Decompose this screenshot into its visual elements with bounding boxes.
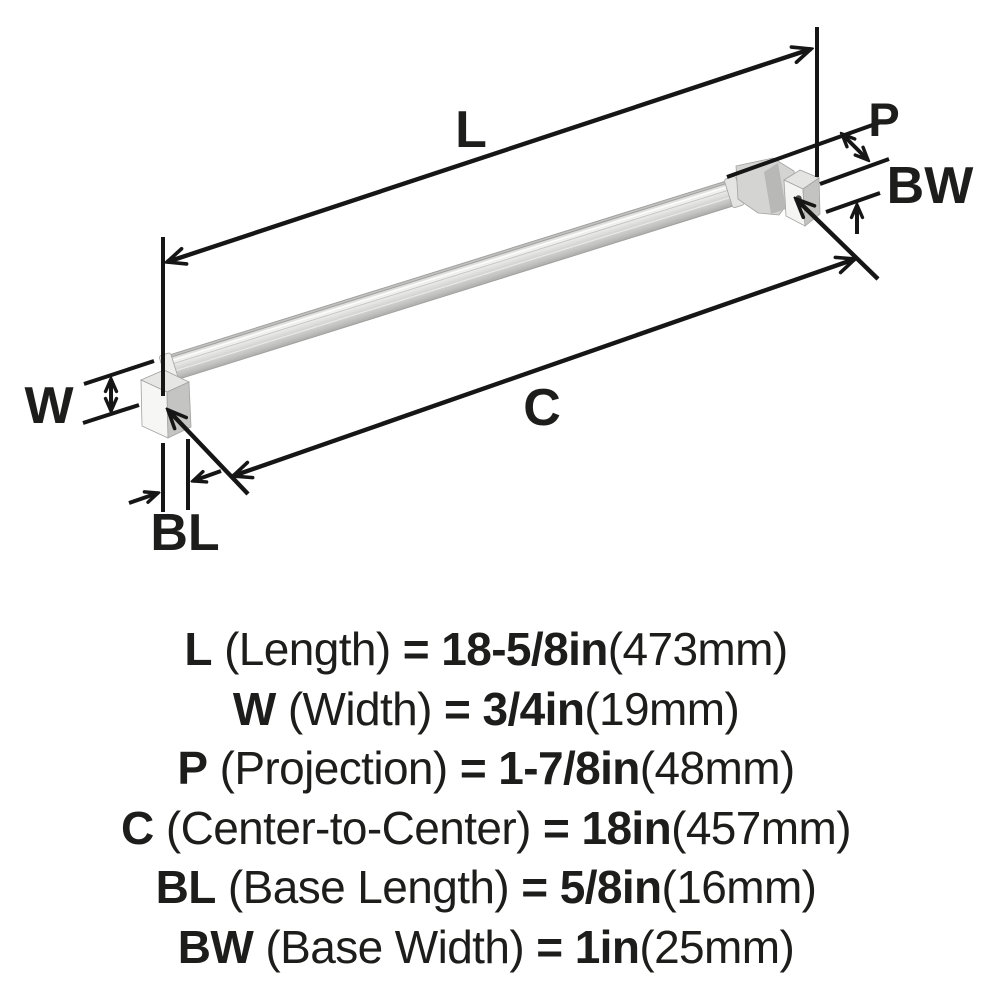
spec-value: 18in — [569, 801, 672, 854]
length-dimension-arrow — [167, 49, 811, 262]
spec-desc: (Projection) — [207, 742, 460, 794]
dimension-line-length — [167, 49, 811, 262]
spec-equals: = — [444, 682, 471, 735]
spec-desc: (Base Length) — [215, 861, 522, 913]
base-width-lower-line — [825, 191, 881, 214]
label-width: W — [24, 377, 74, 435]
base-length-arrow-left — [128, 493, 158, 505]
spec-line-projection: P (Projection) = 1-7/8in(48mm) — [0, 739, 986, 799]
projection-lower-line — [819, 157, 890, 186]
spec-equals: = — [459, 742, 487, 794]
handle-bar-fluting — [169, 181, 736, 372]
spec-key: C — [121, 801, 154, 854]
spec-value: 18-5/8in — [429, 623, 608, 675]
spec-value: 5/8in — [547, 861, 662, 913]
label-center-to-center: C — [523, 379, 561, 437]
spec-metric: (48mm) — [639, 742, 795, 794]
spec-equals: = — [402, 623, 430, 675]
spec-equals: = — [536, 920, 563, 973]
spec-metric: (25mm) — [639, 920, 795, 973]
label-base-length: BL — [150, 504, 219, 562]
spec-line-width: W (Width) = 3/4in(19mm) — [0, 680, 986, 740]
spec-line-center-to-center: C (Center-to-Center) = 18in(457mm) — [0, 799, 986, 859]
spec-desc: (Base Width) — [253, 920, 537, 973]
width-lower-line — [82, 403, 140, 425]
spec-desc: (Length) — [211, 623, 403, 675]
dimension-labels: L W P BW C BL — [24, 93, 974, 562]
spec-key: W — [232, 682, 276, 735]
right-elbow-shadow — [764, 163, 786, 214]
spec-value: 1in — [562, 920, 640, 973]
center-leader-right — [796, 199, 880, 281]
dimension-spec-list: L (Length) = 18-5/8in(473mm) W (Width) =… — [0, 620, 986, 977]
dimension-arrows — [111, 134, 880, 505]
spec-key: BW — [177, 920, 254, 973]
spec-key: BL — [155, 861, 217, 913]
spec-metric: (16mm) — [661, 861, 817, 913]
spec-metric: (457mm) — [671, 801, 851, 854]
spec-line-length: L (Length) = 18-5/8in(473mm) — [0, 620, 986, 680]
spec-desc: (Center-to-Center) — [153, 801, 544, 854]
center-leader-left — [168, 410, 250, 496]
spec-value: 1-7/8in — [486, 742, 640, 794]
spec-metric: (19mm) — [584, 682, 740, 735]
spec-key: P — [177, 742, 208, 794]
width-upper-line — [83, 359, 155, 386]
spec-equals: = — [543, 801, 570, 854]
label-length: L — [455, 101, 487, 159]
label-projection: P — [868, 93, 899, 146]
label-base-width: BW — [887, 157, 975, 215]
base-length-arrow-right — [193, 469, 222, 481]
spec-line-base-length: BL (Base Length) = 5/8in(16mm) — [0, 858, 986, 918]
spec-desc: (Width) — [275, 682, 445, 735]
dimension-line-center-to-center — [233, 259, 855, 476]
spec-metric: (473mm) — [607, 623, 788, 675]
spec-line-base-width: BW (Base Width) = 1in(25mm) — [0, 918, 986, 978]
handle-dimension-drawing: L W P BW C BL — [24, 27, 974, 562]
spec-key: L — [184, 623, 212, 675]
spec-equals: = — [521, 861, 548, 913]
center-dimension-arrow — [233, 259, 855, 476]
projection-double-arrow — [842, 134, 868, 160]
handle-bar — [159, 176, 745, 385]
spec-value: 3/4in — [470, 682, 585, 735]
